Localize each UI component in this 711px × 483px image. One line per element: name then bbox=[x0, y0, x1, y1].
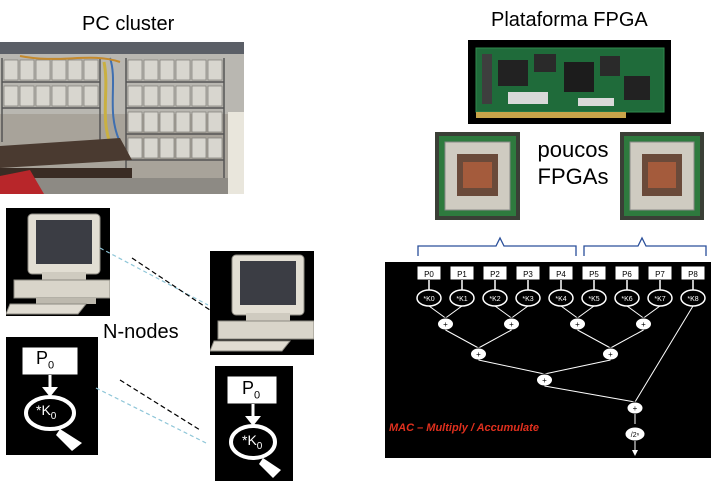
few-fpgas-line2: FPGAs bbox=[537, 164, 609, 189]
desktop-computer-2 bbox=[210, 251, 314, 355]
link-desktops-light bbox=[99, 247, 209, 306]
tree-link bbox=[634, 305, 694, 403]
tree-link bbox=[511, 305, 529, 319]
tree-link bbox=[544, 385, 636, 403]
tree-link bbox=[626, 305, 644, 319]
brace-left bbox=[417, 236, 577, 256]
tree-link bbox=[428, 305, 446, 319]
node1-input-label: P0 bbox=[36, 348, 55, 372]
input-label: P7 bbox=[655, 270, 665, 279]
coef-label: *K7 bbox=[654, 296, 665, 303]
tree-link bbox=[577, 329, 611, 349]
few-fpgas-label: poucos FPGAs bbox=[535, 136, 611, 190]
mac-tree: P0 *K0 P1 *K1 P2 *K2 P3 *K3 P4 *K4 P5 *K5 P6 *K6 P7 *K7… bbox=[416, 265, 706, 456]
input-label: P6 bbox=[622, 270, 632, 279]
link-nodes-dark bbox=[119, 379, 201, 431]
tree-link bbox=[610, 329, 644, 349]
tree-link bbox=[560, 305, 578, 319]
coef-label: *K3 bbox=[522, 296, 533, 303]
tree-link bbox=[445, 305, 463, 319]
tree-link bbox=[494, 305, 512, 319]
input-label: P2 bbox=[490, 270, 500, 279]
tree-link bbox=[445, 329, 479, 349]
normalize-label: /2ⁿ bbox=[631, 432, 640, 439]
input-label: P0 bbox=[424, 270, 434, 279]
fpga-chip-2 bbox=[620, 132, 704, 220]
input-label: P8 bbox=[688, 270, 698, 279]
fpga-chip-1 bbox=[435, 132, 520, 220]
nodes-label: N-nodes bbox=[103, 321, 179, 343]
adder-symbol: + bbox=[641, 320, 646, 329]
tree-link bbox=[478, 359, 545, 375]
coef-label: *K0 bbox=[423, 296, 434, 303]
node1-coef-label: *K0 bbox=[36, 402, 57, 422]
input-label: P5 bbox=[589, 270, 599, 279]
cluster-title: PC cluster bbox=[82, 13, 175, 35]
adder-symbol: + bbox=[542, 376, 547, 385]
coef-label: *K1 bbox=[456, 296, 467, 303]
brace-right bbox=[583, 236, 707, 256]
link-desktops-dark bbox=[131, 257, 211, 311]
adder-symbol: + bbox=[509, 320, 514, 329]
tree-link bbox=[478, 329, 512, 349]
processing-node-1 bbox=[6, 337, 98, 455]
few-fpgas-line1: poucos bbox=[537, 137, 609, 162]
processing-node-2 bbox=[215, 366, 293, 481]
mac-diagram-panel: P0 *K0 P1 *K1 P2 *K2 P3 *K3 P4 *K4 P5 *K5 P6 *K6 P7 *K7… bbox=[385, 262, 711, 458]
coef-label: *K4 bbox=[555, 296, 566, 303]
adder-symbol: + bbox=[443, 320, 448, 329]
tree-link bbox=[643, 305, 661, 319]
coef-label: *K5 bbox=[588, 296, 599, 303]
fpga-board-photo bbox=[468, 40, 671, 124]
tree-link bbox=[544, 359, 611, 375]
desktop-computer-1 bbox=[6, 208, 110, 316]
adder-symbol: + bbox=[608, 350, 613, 359]
input-label: P1 bbox=[457, 270, 467, 279]
adder-symbol: + bbox=[633, 404, 638, 413]
coef-label: *K6 bbox=[621, 296, 632, 303]
adder-symbol: + bbox=[575, 320, 580, 329]
node2-coef-label: *K0 bbox=[242, 432, 263, 452]
node2-input-label: P0 bbox=[242, 378, 261, 402]
link-nodes-light bbox=[95, 387, 209, 445]
pc-cluster-photo bbox=[0, 42, 244, 194]
coef-label: *K2 bbox=[489, 296, 500, 303]
adder-symbol: + bbox=[476, 350, 481, 359]
input-label: P3 bbox=[523, 270, 533, 279]
input-label: P4 bbox=[556, 270, 566, 279]
fpga-platform-title: Plataforma FPGA bbox=[491, 9, 648, 31]
coef-label: *K8 bbox=[687, 296, 698, 303]
mac-label: MAC – Multiply / Accumulate bbox=[389, 422, 539, 434]
output-arrow bbox=[632, 450, 638, 456]
tree-link bbox=[577, 305, 595, 319]
grouping-braces bbox=[417, 236, 707, 256]
